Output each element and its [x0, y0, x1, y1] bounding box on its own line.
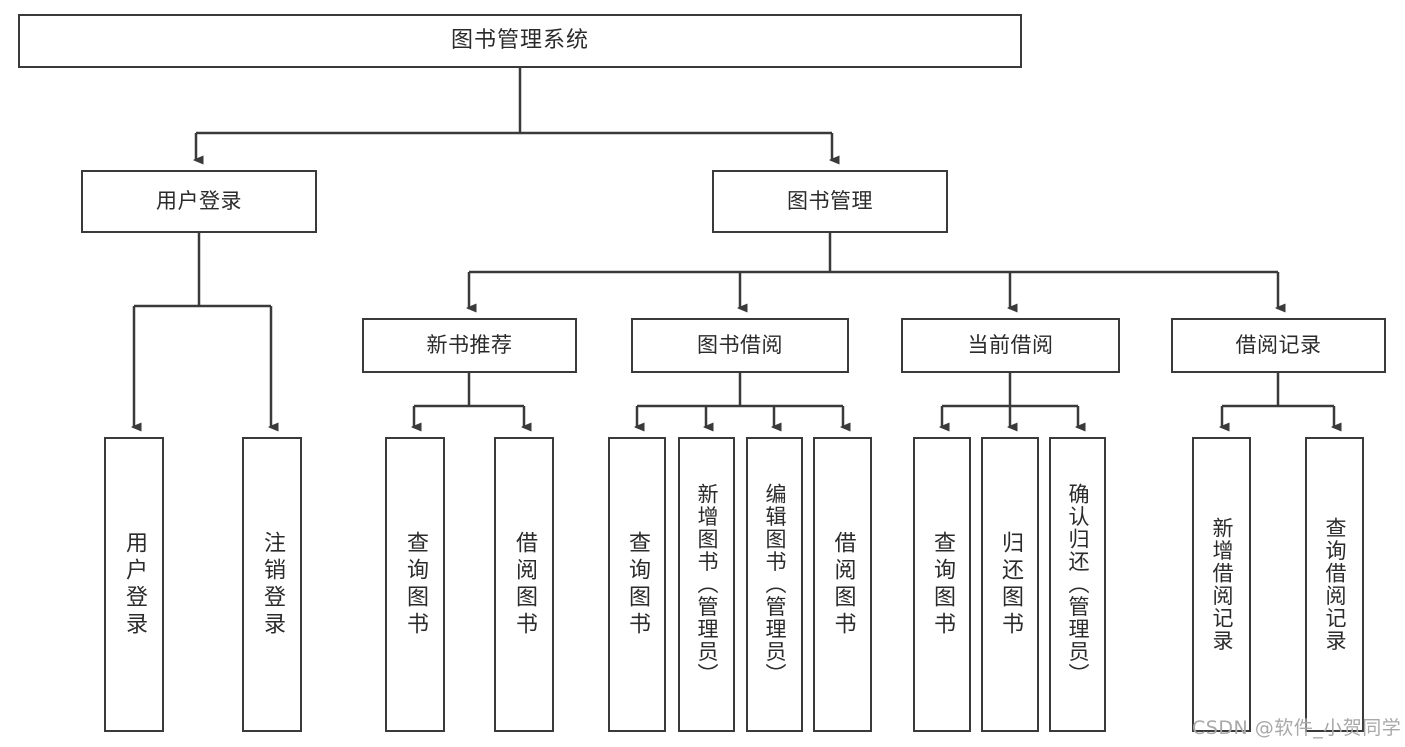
node-book-borrow[interactable]: 图书借阅 — [631, 318, 849, 373]
csdn-watermark: CSDN @软件_小贺同学 — [1192, 717, 1402, 739]
leaf-query-book-borrow[interactable]: 查询图书 — [608, 437, 666, 732]
node-label: 查询借阅记录 — [1323, 517, 1347, 652]
leaf-edit-book-admin[interactable]: 编辑图书（管理员） — [746, 437, 803, 732]
node-label: 借阅图书 — [512, 530, 537, 639]
leaf-borrow-book[interactable]: 借阅图书 — [813, 437, 872, 732]
node-label: 图书管理 — [787, 189, 873, 214]
node-label: 归还图书 — [998, 530, 1023, 639]
leaf-query-borrow-record[interactable]: 查询借阅记录 — [1305, 437, 1364, 732]
node-label: 借阅图书 — [830, 530, 856, 639]
leaf-borrow-book-recommend[interactable]: 借阅图书 — [494, 437, 554, 732]
node-user-login[interactable]: 用户登录 — [81, 170, 317, 233]
leaf-add-book-admin[interactable]: 新增图书（管理员） — [678, 437, 735, 732]
node-label: 确认归还（管理员） — [1066, 483, 1090, 686]
node-label: 查询图书 — [403, 530, 428, 639]
node-label: 新增图书（管理员） — [695, 483, 719, 686]
node-label: 查询图书 — [625, 530, 650, 639]
node-new-book-recommend[interactable]: 新书推荐 — [362, 318, 577, 373]
node-borrow-record[interactable]: 借阅记录 — [1171, 318, 1386, 373]
node-label: 用户登录 — [156, 189, 242, 214]
leaf-confirm-return-admin[interactable]: 确认归还（管理员） — [1049, 437, 1106, 732]
node-label: 图书管理系统 — [450, 28, 589, 54]
leaf-user-login[interactable]: 用户登录 — [104, 437, 164, 732]
leaf-query-book-current[interactable]: 查询图书 — [913, 437, 971, 732]
node-label: 编辑图书（管理员） — [763, 483, 787, 686]
leaf-query-book-recommend[interactable]: 查询图书 — [385, 437, 445, 732]
node-label: 当前借阅 — [967, 333, 1054, 358]
node-label: 查询图书 — [930, 530, 955, 639]
node-label: 注销登录 — [260, 530, 285, 639]
node-label: 用户登录 — [122, 530, 147, 639]
node-label: 新增借阅记录 — [1210, 517, 1234, 652]
node-book-management-system[interactable]: 图书管理系统 — [18, 14, 1022, 68]
node-current-borrow[interactable]: 当前借阅 — [901, 318, 1120, 373]
leaf-logout-login[interactable]: 注销登录 — [242, 437, 302, 732]
node-label: 借阅记录 — [1235, 333, 1322, 358]
node-label: 新书推荐 — [426, 333, 513, 358]
leaf-return-book[interactable]: 归还图书 — [981, 437, 1039, 732]
leaf-add-borrow-record[interactable]: 新增借阅记录 — [1192, 437, 1251, 732]
node-book-management[interactable]: 图书管理 — [712, 170, 948, 233]
node-label: 图书借阅 — [697, 333, 783, 358]
